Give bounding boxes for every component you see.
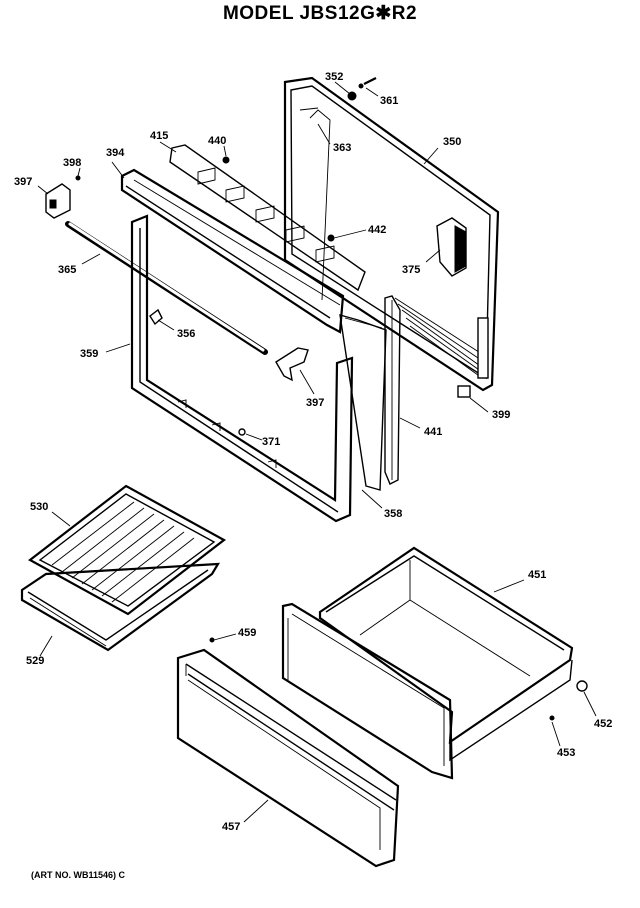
glass-358 — [339, 314, 387, 491]
label-452: 452 — [594, 718, 612, 730]
vent-panel-415 — [169, 144, 366, 292]
broiler-grid-530 — [27, 484, 227, 616]
label-398: 398 — [63, 157, 81, 169]
label-441: 441 — [424, 426, 442, 438]
label-415: 415 — [150, 130, 168, 142]
screw-442 — [327, 234, 335, 242]
label-352: 352 — [325, 71, 343, 83]
screw-398 — [75, 175, 81, 181]
label-361: 361 — [380, 95, 398, 107]
label-453: 453 — [557, 747, 575, 759]
label-356: 356 — [177, 328, 195, 340]
label-358: 358 — [384, 508, 402, 520]
hinge-397-center — [275, 347, 309, 382]
label-350: 350 — [443, 136, 461, 148]
art-number: (ART NO. WB11546) C — [31, 870, 126, 880]
label-394: 394 — [106, 147, 125, 159]
part-number-labels: 352 361 363 350 415 440 394 398 397 442 … — [14, 71, 612, 833]
label-440: 440 — [208, 135, 226, 147]
drawer-front-panel — [281, 602, 454, 780]
door-frame-359 — [130, 214, 354, 523]
model-title: MODEL JBS12G✱R2 — [222, 3, 418, 24]
label-529: 529 — [26, 655, 44, 667]
label-459: 459 — [238, 627, 256, 639]
screw-361 — [363, 77, 377, 85]
drawer-front-457 — [176, 648, 400, 868]
label-530: 530 — [30, 501, 48, 513]
label-397-center: 397 — [306, 397, 324, 409]
label-371: 371 — [262, 436, 280, 448]
label-397-left: 397 — [14, 176, 32, 188]
side-channel-441 — [384, 295, 401, 485]
label-457: 457 — [222, 821, 240, 833]
label-363: 363 — [333, 142, 351, 154]
bumper-399 — [457, 385, 471, 398]
screw-440 — [222, 156, 230, 164]
label-451: 451 — [528, 569, 546, 581]
screw-459 — [209, 637, 215, 643]
leader-lines — [37, 81, 597, 823]
bumper-452 — [576, 680, 588, 692]
label-359: 359 — [80, 348, 98, 360]
part-371 — [238, 428, 246, 436]
broiler-pan-529 — [20, 562, 221, 652]
screw-453 — [549, 715, 555, 721]
label-399: 399 — [492, 409, 510, 421]
label-365: 365 — [58, 264, 76, 276]
label-375: 375 — [402, 264, 420, 276]
handle-trim-394 — [120, 168, 345, 334]
hinge-397-left — [45, 183, 71, 219]
label-442: 442 — [368, 224, 386, 236]
bracket-375 — [436, 217, 467, 277]
